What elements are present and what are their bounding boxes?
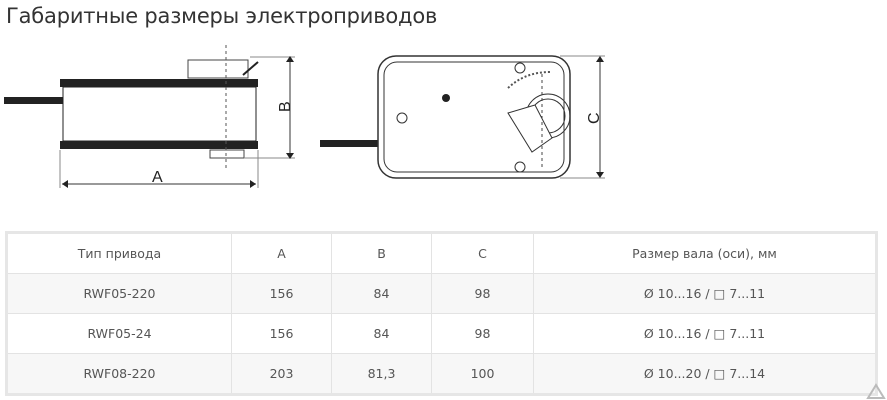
top-view-drawing: C [320,55,605,179]
cell: Ø 10...16 / □ 7...11 [533,273,877,314]
cable [4,97,64,104]
table-header-row: Тип привода A B C Размер вала (оси), мм [6,232,877,274]
cell: 203 [231,353,332,395]
cell: Ø 10...20 / □ 7...14 [533,353,877,395]
header-cell: Тип привода [6,232,232,274]
table-row: RWF05-24 156 84 98 Ø 10...16 / □ 7...11 [6,313,877,354]
dimension-label-a: A [152,169,163,186]
cell: 84 [331,313,432,354]
cell: 100 [431,353,534,395]
dimensions-table: Тип привода A B C Размер вала (оси), мм … [5,231,878,396]
cell: 98 [431,313,534,354]
dimension-label-b: B [277,101,294,112]
cell: RWF05-24 [6,313,232,354]
header-cell: Размер вала (оси), мм [533,232,877,274]
cell: Ø 10...16 / □ 7...11 [533,313,877,354]
watermark-logo-icon [866,383,886,399]
cell: 81,3 [331,353,432,395]
side-view-drawing: A B [4,45,295,188]
cell: RWF05-220 [6,273,232,314]
table-row: RWF05-220 156 84 98 Ø 10...16 / □ 7...11 [6,273,877,314]
page-title: Габаритные размеры электроприводов [6,4,438,28]
cell: 98 [431,273,534,314]
cell: 156 [231,313,332,354]
cell: 156 [231,273,332,314]
cell: 84 [331,273,432,314]
header-cell: C [431,232,534,274]
dimension-label-c: C [586,112,603,124]
table-row: RWF08-220 203 81,3 100 Ø 10...20 / □ 7..… [6,353,877,395]
header-cell: A [231,232,332,274]
cell: RWF08-220 [6,353,232,395]
header-cell: B [331,232,432,274]
